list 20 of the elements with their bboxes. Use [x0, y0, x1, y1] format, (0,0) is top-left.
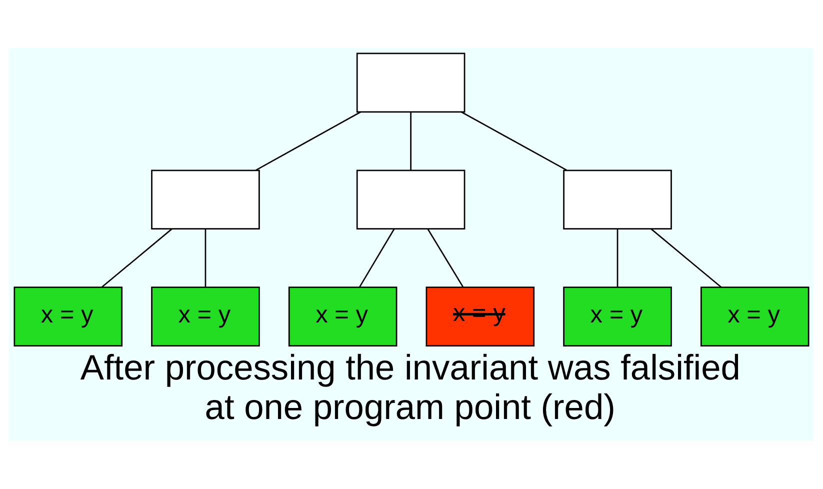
connector — [204, 229, 206, 288]
node-box — [356, 170, 466, 230]
caption: After processing the invariant was falsified at one program point (red) — [80, 348, 740, 427]
node-box: x = y — [288, 286, 398, 346]
node-box: x = y — [151, 286, 260, 346]
connector — [461, 111, 568, 171]
node-box — [151, 170, 260, 230]
connector — [410, 112, 412, 170]
connector — [358, 228, 395, 288]
connector — [650, 228, 722, 288]
connector — [256, 111, 361, 171]
node-box: x = y — [426, 286, 535, 346]
node-box — [563, 170, 672, 230]
node-box: x = y — [563, 286, 672, 346]
connector — [101, 228, 172, 288]
node-box: x = y — [14, 286, 123, 346]
node-box: x = y — [700, 286, 810, 346]
connector — [616, 229, 618, 288]
node-box — [356, 52, 466, 113]
connector — [427, 228, 464, 288]
